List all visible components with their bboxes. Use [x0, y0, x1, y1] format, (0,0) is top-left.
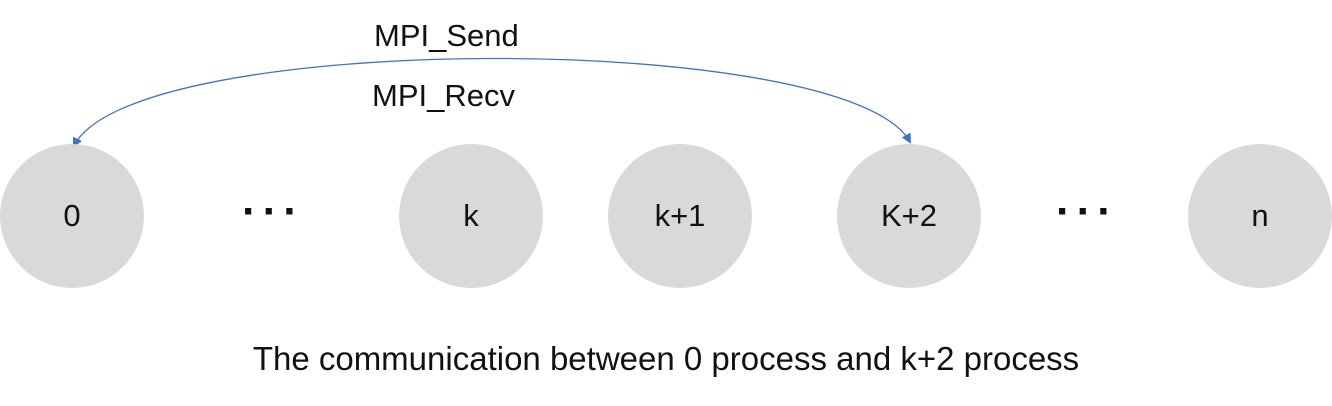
- process-node-0: 0: [0, 144, 144, 288]
- communication-arrow: [73, 57, 911, 148]
- mpi-send-label: MPI_Send: [374, 18, 519, 53]
- process-node-label: K+2: [880, 198, 938, 233]
- ellipsis-right: ···: [1056, 187, 1118, 236]
- process-node-label: n: [1251, 198, 1269, 233]
- mpi-recv-label: MPI_Recv: [372, 78, 515, 113]
- process-node-label: k: [463, 198, 479, 233]
- process-node-label: 0: [63, 198, 81, 233]
- process-node-k: k: [399, 144, 543, 288]
- process-node-k-plus-2: K+2: [837, 144, 981, 288]
- ellipsis-left: ···: [242, 187, 304, 236]
- diagram-caption: The communication between 0 process and …: [252, 340, 1080, 377]
- process-node-k-plus-1: k+1: [608, 144, 752, 288]
- process-node-n: n: [1188, 144, 1332, 288]
- process-node-label: k+1: [654, 198, 706, 233]
